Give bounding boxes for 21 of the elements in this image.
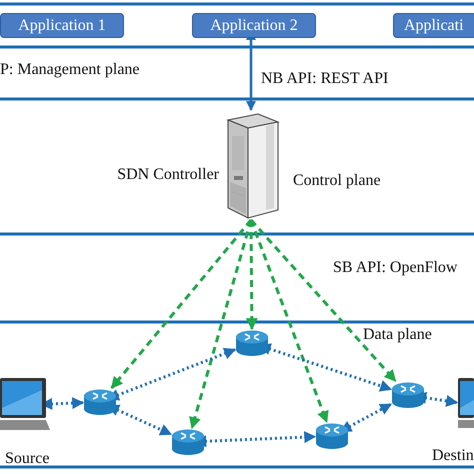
picture xyxy=(0,378,50,432)
router-icon xyxy=(172,429,204,455)
application-box: Applicati xyxy=(393,13,474,38)
dashed-arrow xyxy=(189,220,252,430)
picture xyxy=(458,378,474,430)
plane-label: Control plane xyxy=(293,172,381,190)
router-icon xyxy=(316,423,348,449)
node-caption: Destin xyxy=(432,447,474,465)
application-box: Application 1 xyxy=(0,13,124,38)
plane-label: Data plane xyxy=(363,326,432,344)
dashed-arrow xyxy=(250,219,397,382)
router-icon xyxy=(392,382,424,408)
dashed-arrow xyxy=(110,219,252,389)
router-icon xyxy=(84,389,116,415)
plane-label: P: Management plane xyxy=(0,61,140,79)
node-caption: SDN Controller xyxy=(116,166,219,184)
application-box: Application 2 xyxy=(192,13,316,38)
node-caption: Source xyxy=(5,450,50,468)
dashed-arrow xyxy=(250,219,329,424)
router-icon xyxy=(236,330,268,356)
plane-label: SB API: OpenFlow xyxy=(333,259,458,277)
